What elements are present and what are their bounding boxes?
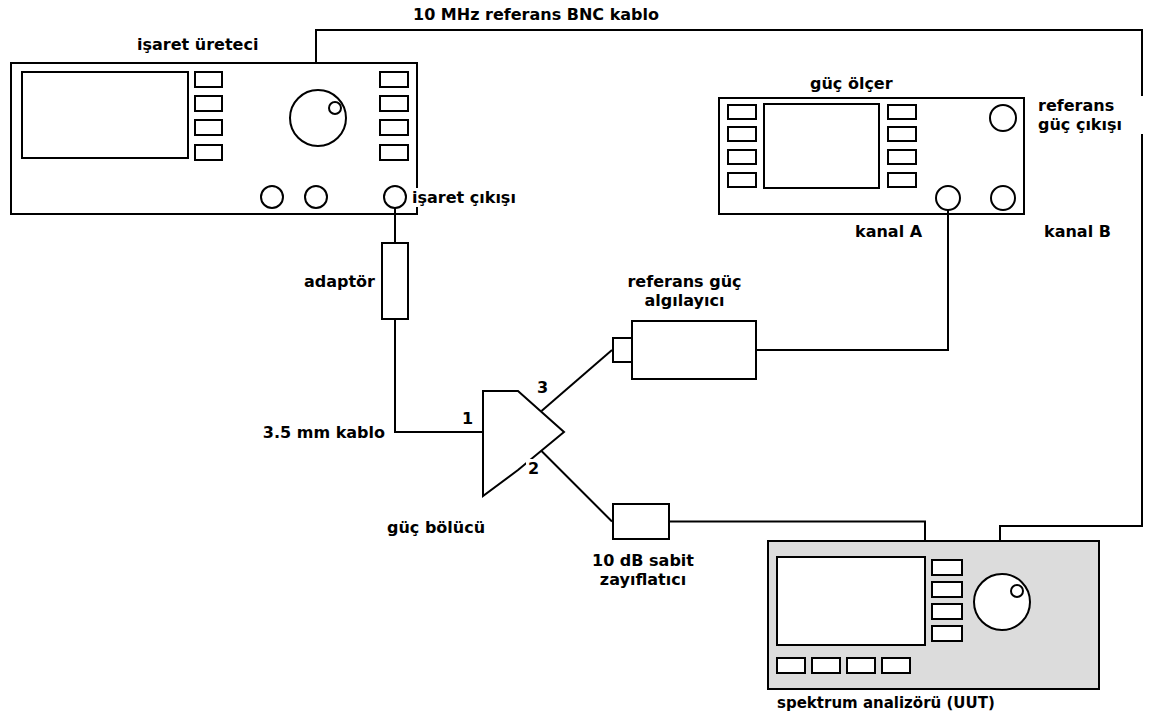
node-title: referans güç algılayıcı — [607, 272, 762, 310]
generator-screen — [22, 72, 188, 158]
button — [932, 626, 962, 641]
cable-line — [394, 215, 396, 242]
cable-line — [542, 350, 613, 411]
button — [380, 120, 408, 135]
knob-dot — [1011, 585, 1023, 597]
port-number: 3 — [535, 378, 550, 397]
cable-line — [757, 215, 948, 350]
button — [728, 127, 756, 141]
button — [728, 173, 756, 187]
splitter-outline — [482, 390, 565, 497]
button — [888, 173, 916, 187]
knob — [290, 90, 346, 146]
node-title: güç ölçer — [810, 74, 893, 93]
connector-label: kanal A — [853, 222, 924, 241]
button — [380, 145, 408, 160]
connector-label: işaret çıkışı — [410, 188, 518, 207]
button — [195, 96, 222, 111]
button — [888, 127, 916, 141]
sensor-connector — [613, 338, 632, 362]
button — [728, 150, 756, 164]
connector-label: referans güç çıkışı — [1036, 96, 1152, 134]
node-title: güç bölücü — [387, 518, 485, 537]
button — [195, 145, 222, 160]
button — [195, 120, 222, 135]
cable-label: 10 MHz referans BNC kablo — [411, 5, 661, 24]
node-title: 10 dB sabit zayıflatıcı — [573, 551, 713, 589]
button — [888, 150, 916, 164]
connector-label: kanal B — [1042, 222, 1113, 241]
node-title: spektrum analizörü (UUT) — [777, 694, 995, 713]
button — [777, 658, 805, 673]
button — [728, 105, 756, 119]
button — [380, 96, 408, 111]
sensor-body — [632, 321, 756, 379]
cable-line — [542, 451, 613, 522]
output-connector — [384, 186, 406, 208]
button — [888, 105, 916, 119]
analyzer-screen — [777, 557, 925, 645]
analyzer-body — [768, 541, 1099, 689]
node-title: adaptör — [283, 272, 375, 291]
adapter: adaptör — [381, 242, 409, 320]
knob-dot — [329, 102, 341, 114]
node-title: işaret üreteci — [137, 35, 258, 54]
cable-line — [316, 30, 1142, 540]
channel-b-connector — [991, 186, 1015, 210]
meter-screen — [764, 104, 879, 188]
cable-label: 3.5 mm kablo — [261, 423, 387, 442]
spectrum-analyzer: spektrum analizörü (UUT) — [767, 540, 1100, 690]
button — [195, 72, 222, 87]
button — [932, 560, 962, 575]
connector — [305, 186, 327, 208]
attenuator: 10 dB sabit zayıflatıcı — [612, 503, 670, 540]
signal-generator: işaret üreteci — [10, 62, 418, 215]
button — [380, 72, 408, 87]
button — [932, 582, 962, 597]
channel-a-connector — [936, 186, 960, 210]
sensor-outline — [612, 320, 757, 380]
splitter-body — [483, 391, 564, 496]
connector — [261, 186, 283, 208]
reference-output — [990, 105, 1016, 131]
button — [847, 658, 875, 673]
power-sensor: referans güç algılayıcı — [612, 320, 757, 380]
knob — [974, 574, 1030, 630]
button — [932, 604, 962, 619]
cable-line — [670, 522, 925, 541]
port-number: 2 — [526, 459, 541, 478]
power-splitter: güç bölücü — [482, 390, 565, 497]
button — [812, 658, 840, 673]
button — [882, 658, 910, 673]
cable-line — [395, 320, 482, 432]
port-number: 1 — [460, 409, 475, 428]
power-meter: güç ölçer — [718, 97, 1025, 215]
